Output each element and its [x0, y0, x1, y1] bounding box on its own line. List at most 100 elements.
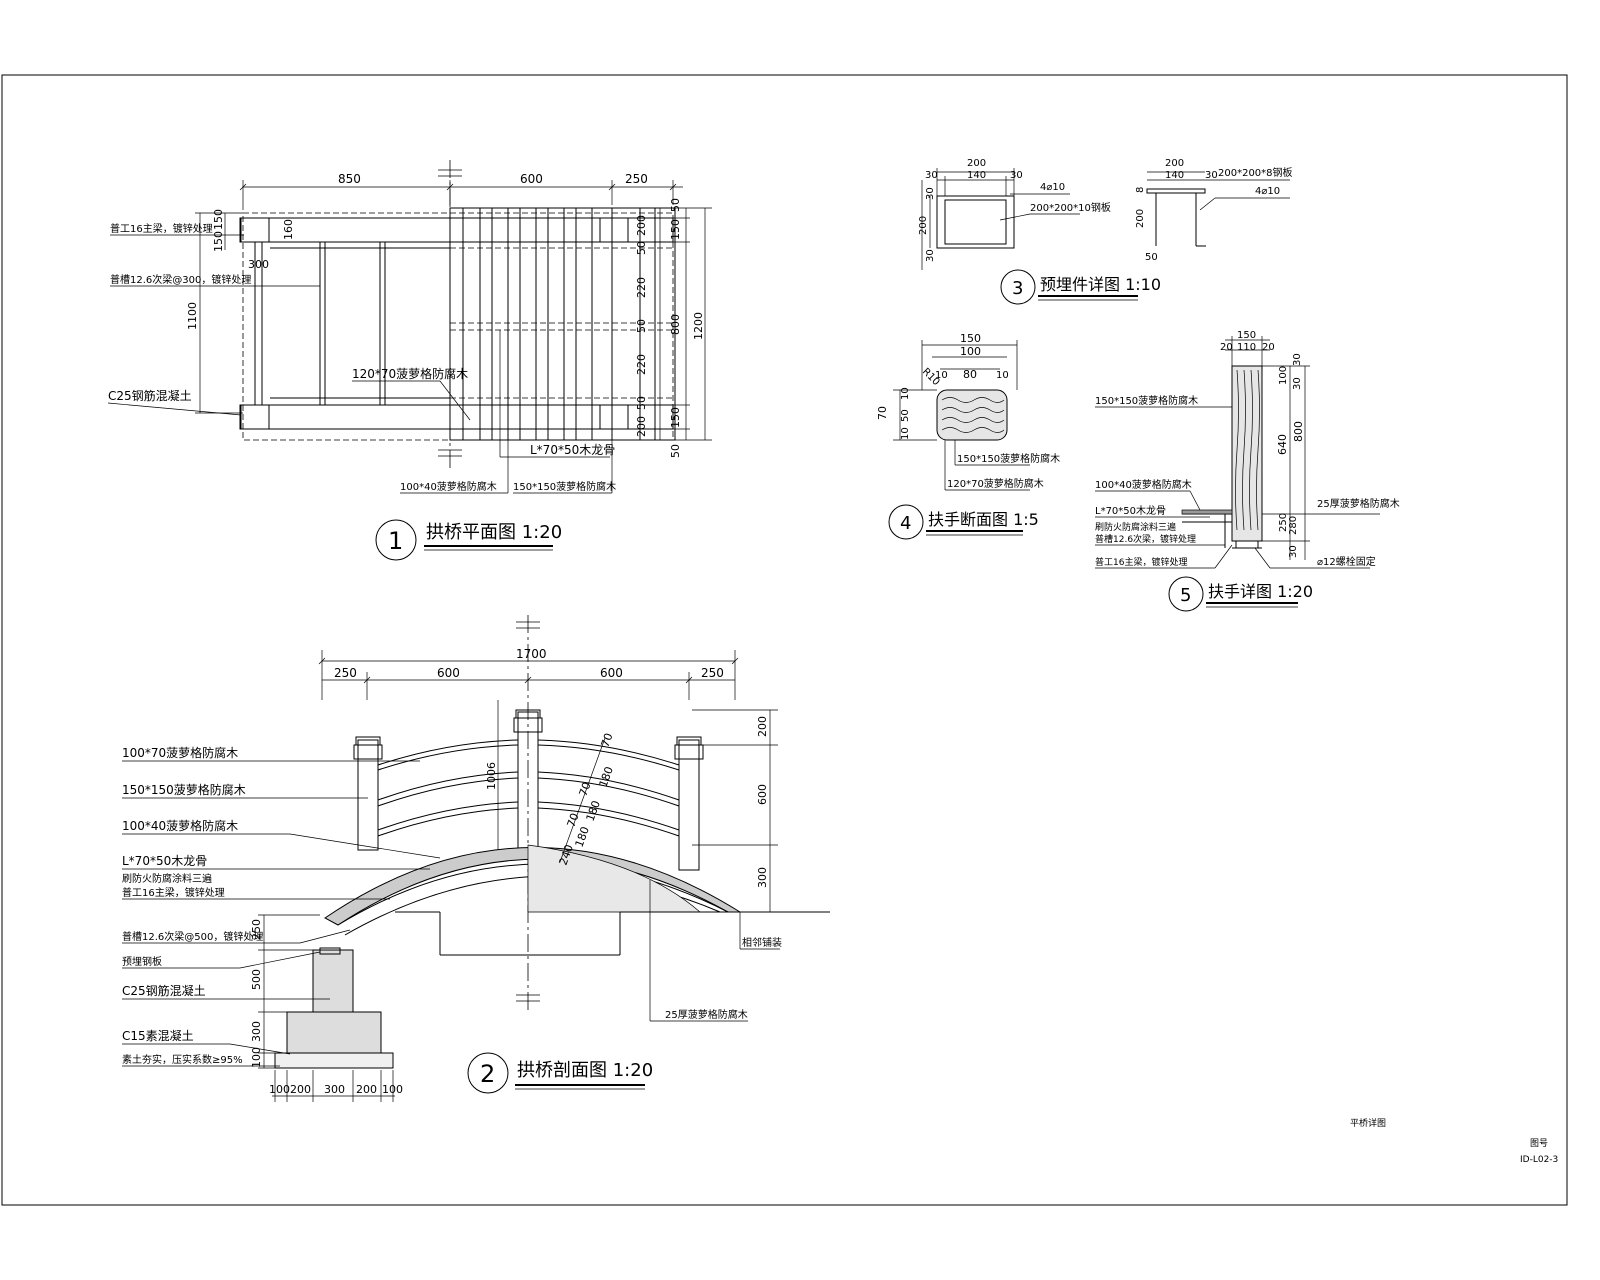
handrail-detail-label-5: 普槽12.6次梁，镀锌处理	[1095, 533, 1196, 545]
handrail-detail-title: 扶手详图 1:20	[1208, 582, 1313, 601]
plan-dim-top-2: 600	[520, 172, 543, 186]
section-dim-r-1: 200	[756, 716, 769, 737]
handrail-section-label-2: 120*70菠萝格防腐木	[947, 477, 1044, 490]
section-footing-base	[286, 1011, 382, 1054]
embed-a-dim-5: 30	[925, 187, 936, 200]
section-dim-l-1: 250	[250, 919, 263, 940]
plan-dim-r-mid-1: 50	[669, 198, 682, 212]
plan-dim-l-4: 300	[248, 258, 269, 271]
section-dim-l-4: 100	[250, 1047, 263, 1068]
handrail-detail: 150 20 110 20 30 100 30 800 640 250 280 …	[1095, 330, 1400, 612]
embed-b-dim-6: 50	[1145, 252, 1158, 263]
title-block-label: 平桥详图	[1350, 1117, 1386, 1129]
handrail-detail-dim-r-2: 100	[1278, 366, 1289, 385]
title-block: 平桥详图 图号 ID-L02-3	[1350, 1117, 1558, 1165]
handrail-detail-dim-r-5: 640	[1276, 434, 1289, 455]
handrail-detail-label-1: 150*150菠萝格防腐木	[1095, 394, 1198, 407]
handrail-detail-dim-top-4: 20	[1262, 342, 1275, 353]
handrail-section-dim-7: 70	[876, 406, 889, 420]
handrail-section-dim-4: 10	[935, 370, 948, 381]
plan-dim-r-outer: 1200	[692, 312, 705, 340]
plan-dim-r-mid-5: 50	[669, 444, 682, 458]
section-dim-arc-2: 70	[599, 731, 616, 749]
plan-dim-r-inner-6: 50	[635, 396, 648, 410]
handrail-section-dim-5: 10	[996, 370, 1009, 381]
title-block-small1: 图号	[1530, 1138, 1548, 1149]
plan-deck-boards	[449, 207, 676, 441]
embed-a-dim-1: 200	[967, 158, 986, 169]
section-footing-blind	[274, 1052, 394, 1069]
section-dim-arc-3: 180	[597, 765, 616, 789]
embed-a-label-2: 200*200*10钢板	[1030, 201, 1111, 214]
section-dim-top-4: 250	[701, 666, 724, 680]
handrail-section-dim-8: 10	[900, 387, 911, 400]
section-label-4: L*70*50木龙骨	[122, 854, 207, 868]
section-label-5: 刷防火防腐涂料三遍	[122, 872, 212, 885]
section-title: 拱桥剖面图 1:20	[517, 1060, 653, 1081]
section-dim-b-4: 200	[356, 1083, 377, 1096]
embed-b-dim-3: 30	[1205, 170, 1218, 181]
plan-dim-top-1: 850	[338, 172, 361, 186]
plan-label-4: 120*70菠萝格防腐木	[352, 366, 468, 381]
handrail-section-block	[936, 389, 1008, 441]
section-dim-l-3: 300	[250, 1021, 263, 1042]
section-dim-r-2: 600	[756, 784, 769, 805]
handrail-section-number: 4	[900, 513, 911, 534]
embed-b-dim-5: 200	[1135, 209, 1146, 228]
section-dim-b-3: 300	[324, 1083, 345, 1096]
handrail-detail-label-2: 100*40菠萝格防腐木	[1095, 478, 1192, 491]
section-dim-l-2: 500	[250, 969, 263, 990]
plan-dim-r-inner-2: 50	[635, 241, 648, 255]
plan-dim-r-inner-3: 220	[635, 277, 648, 298]
handrail-detail-dim-r-3: 30	[1292, 377, 1303, 390]
plan-dim-r-mid-2: 150	[669, 219, 682, 240]
section-dim-top-2: 600	[437, 666, 460, 680]
section-footing-pier	[312, 949, 354, 1016]
embed-a-dim-2: 30	[925, 170, 938, 181]
embed-b-dim-2: 140	[1165, 170, 1184, 181]
embed-a-dim-3: 140	[967, 170, 986, 181]
embed-detail: 200 30 140 30 30 200 30 4⌀10 200*200*10钢…	[918, 158, 1293, 305]
section-dim-r-3: 300	[756, 867, 769, 888]
handrail-detail-dim-r-6: 250	[1278, 513, 1289, 532]
section-label-8: 预埋钢板	[122, 955, 162, 968]
embed-b-label-2: 4⌀10	[1255, 186, 1280, 197]
section-label-2: 150*150菠萝格防腐木	[122, 782, 246, 797]
handrail-detail-label-4: 刷防火防腐涂料三遍	[1095, 521, 1176, 533]
plan-number: 1	[388, 527, 403, 555]
handrail-section-dim-2: 100	[960, 345, 981, 358]
handrail-section-label-1: 150*150菠萝格防腐木	[957, 452, 1060, 465]
plan-label-1: 普工16主梁，镀锌处理	[110, 222, 213, 235]
embed-a-dim-4: 30	[1010, 170, 1023, 181]
plan-label-6: 100*40菠萝格防腐木	[400, 480, 497, 493]
handrail-detail-number-circle	[1168, 576, 1204, 612]
handrail-detail-dim-r-1: 30	[1292, 353, 1303, 366]
section-label-6: 普工16主梁，镀锌处理	[122, 886, 225, 899]
handrail-detail-dim-top-3: 110	[1237, 342, 1256, 353]
embed-b-label-1: 200*200*8钢板	[1218, 166, 1293, 179]
section-view: 1700 250 600 600 250 200 600 300	[122, 615, 830, 1102]
plan-label-2: 普槽12.6次梁@300，镀锌处理	[110, 273, 251, 286]
plan-dim-r-inner-7: 200	[635, 416, 648, 437]
section-dim-arc-4: 70	[577, 780, 594, 798]
plan-dim-l-3: 160	[282, 219, 295, 240]
handrail-detail-label-7: 25厚菠萝格防腐木	[1317, 497, 1400, 510]
handrail-detail-label-8: ⌀12螺栓固定	[1317, 555, 1376, 568]
section-dim-top-1: 250	[334, 666, 357, 680]
plan-label-5: L*70*50木龙骨	[530, 443, 615, 457]
plan-dim-r-mid-3: 800	[669, 314, 682, 335]
plan-label-3: C25钢筋混凝土	[108, 388, 192, 403]
plan-label-7: 150*150菠萝格防腐木	[513, 480, 616, 493]
handrail-section-dim-10: 10	[900, 427, 911, 440]
section-label-10: C15素混凝土	[122, 1028, 194, 1043]
handrail-detail-dim-top-2: 20	[1220, 342, 1233, 353]
section-label-13: 相邻铺装	[742, 936, 782, 949]
plan-dim-l-5: 1100	[186, 302, 199, 330]
section-dim-arc-5: 180	[584, 799, 603, 823]
handrail-section-dim-3: 80	[963, 368, 977, 381]
handrail-section-dim-9: 50	[900, 409, 911, 422]
handrail-detail-dim-top-1: 150	[1237, 330, 1256, 341]
handrail-detail-label-6: 普工16主梁，镀锌处理	[1095, 556, 1187, 568]
sheet-border	[1, 74, 1568, 1206]
